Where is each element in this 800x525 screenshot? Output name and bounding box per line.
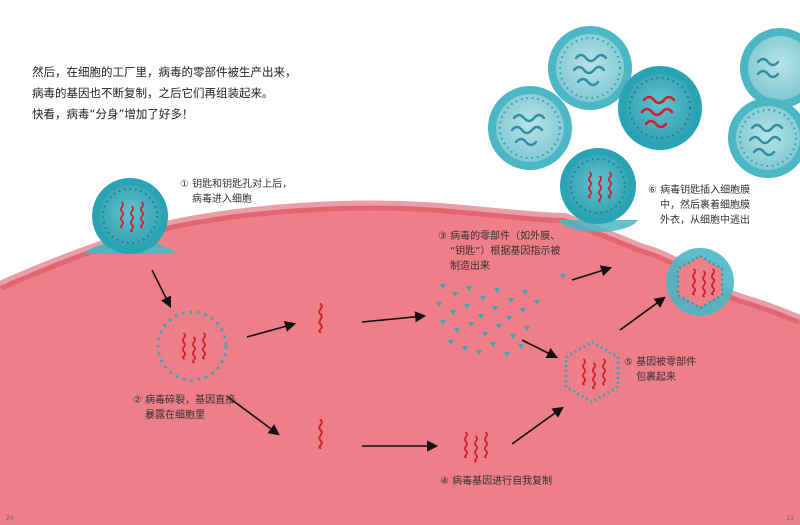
step-3-caption: ③ 病毒的零部件（如外膜、 “钥匙”）根据基因指示被 制造出来: [438, 231, 561, 272]
floating-virus: [740, 28, 800, 108]
intro-line: 然后，在细胞的工厂里，病毒的零部件被生产出来，: [32, 65, 297, 79]
exiting-virus: [666, 248, 734, 316]
virus-parts: [436, 274, 566, 357]
step-6-caption: ⑥ 病毒钥匙插入细胞膜 中，然后裹着细胞膜 外衣，从细胞中逃出: [648, 185, 751, 226]
intro-text: 然后，在细胞的工厂里，病毒的零部件被生产出来， 病毒的基因也不断复制，之后它们再…: [32, 62, 297, 125]
floating-virus-red-gene: [618, 66, 702, 150]
floating-virus: [488, 86, 572, 170]
step-2-caption: ② 病毒碎裂，基因直接 暴露在细胞里: [133, 395, 236, 421]
intro-line: 病毒的基因也不断复制，之后它们再组装起来。: [32, 86, 274, 100]
broken-virus: [156, 310, 228, 382]
cell-body: [0, 205, 800, 525]
step-4-caption: ④ 病毒基因进行自我复制: [440, 476, 553, 487]
entering-virus: [84, 178, 176, 254]
assembled-virus: [564, 340, 620, 404]
page-number-left: 20: [6, 515, 14, 522]
process-arrows: [151, 265, 666, 452]
floating-virus: [728, 98, 800, 178]
step-5-caption: ⑤ 基因被零部件 包裹起来: [624, 357, 697, 383]
budding-virus: [558, 148, 638, 232]
intro-line: 快看，病毒“分身”增加了好多！: [32, 107, 194, 121]
floating-virus: [548, 26, 632, 110]
page-number-right: 21: [786, 515, 794, 522]
step-1-caption: ① 钥匙和钥匙孔对上后， 病毒进入细胞: [180, 179, 293, 205]
